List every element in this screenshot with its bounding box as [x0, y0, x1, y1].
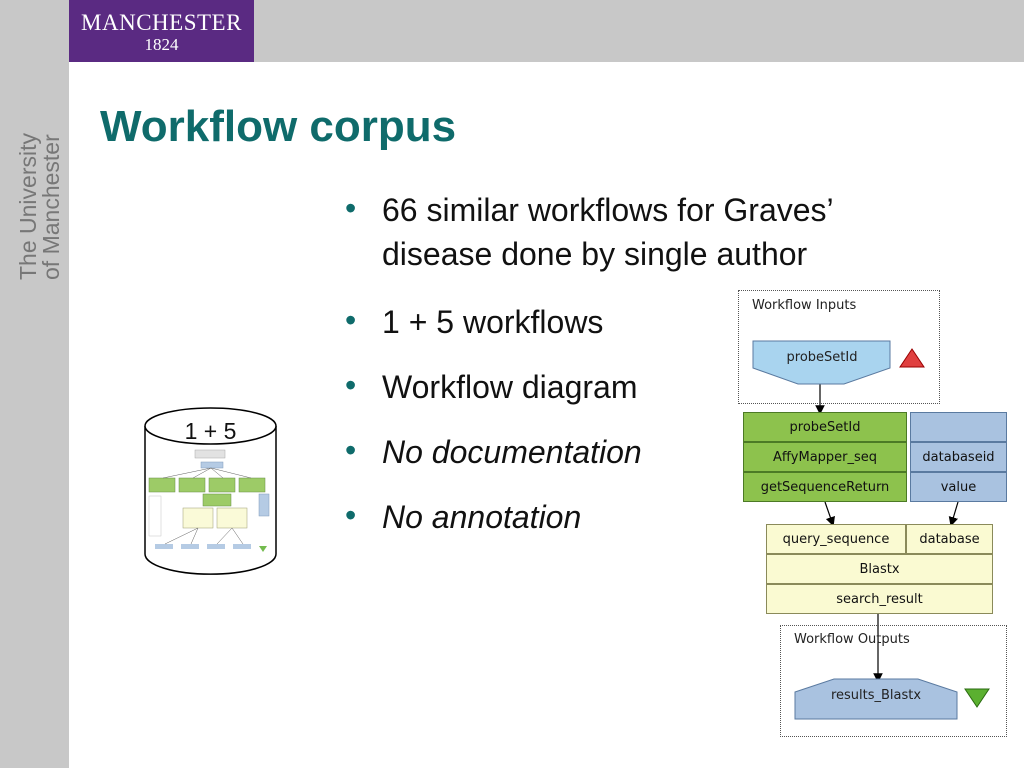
constant-output-port: value [910, 472, 1007, 502]
workflow-outputs-box [780, 625, 1007, 737]
red-triangle-icon [899, 348, 925, 368]
constant-name: databaseid [910, 442, 1007, 472]
bullet-text-line1: 66 similar workflows for Graves’ [382, 192, 834, 228]
sidebar: The University of Manchester [0, 62, 69, 768]
bullet-dot-icon: • [345, 302, 357, 338]
bullet-text: No annotation [382, 499, 582, 535]
bullet-item: • No annotation [345, 497, 582, 536]
cylinder-label: 1 + 5 [184, 418, 237, 444]
bullet-dot-icon: • [345, 367, 357, 403]
bullet-text: Workflow diagram [382, 369, 638, 405]
thumbnail-workflow-diagram [148, 449, 270, 552]
bullet-dot-icon: • [345, 190, 357, 226]
logo-year: 1824 [144, 35, 179, 54]
bullet-text: 1 + 5 workflows [382, 304, 604, 340]
constant-header [910, 412, 1007, 442]
bullet-dot-icon: • [345, 432, 357, 468]
bullet-item: • Workflow diagram [345, 367, 638, 406]
blast-input-query: query_sequence [766, 524, 906, 554]
bullet-dot-icon: • [345, 497, 357, 533]
affy-output-port: getSequenceReturn [743, 472, 907, 502]
workflow-outputs-label: Workflow Outputs [794, 632, 910, 647]
workflow-inputs-label: Workflow Inputs [752, 298, 857, 313]
input-port-label: probeSetId [786, 350, 858, 365]
blast-output-port: search_result [766, 584, 993, 614]
manchester-logo: MANCHESTER 1824 [69, 0, 254, 62]
output-port-label: results_Blastx [830, 688, 922, 703]
database-cylinder-icon [144, 407, 277, 575]
green-triangle-icon [964, 688, 990, 708]
logo-name: MANCHESTER [81, 10, 242, 35]
input-port-shape [752, 340, 891, 385]
blast-input-database: database [906, 524, 993, 554]
affy-input-port: probeSetId [743, 412, 907, 442]
workflow-inputs-box [738, 290, 940, 404]
bullet-item: • No documentation [345, 432, 642, 471]
output-port-shape [794, 678, 958, 720]
blast-processor-name: Blastx [766, 554, 993, 584]
affy-processor-name: AffyMapper_seq [743, 442, 907, 472]
bullet-item: • 1 + 5 workflows [345, 302, 604, 341]
bullet-text: No documentation [382, 434, 642, 470]
bullet-item: • 66 similar workflows for Graves’ disea… [345, 188, 834, 276]
bullet-text-line2: disease done by single author [382, 236, 808, 272]
slide-title: Workflow corpus [100, 102, 457, 151]
